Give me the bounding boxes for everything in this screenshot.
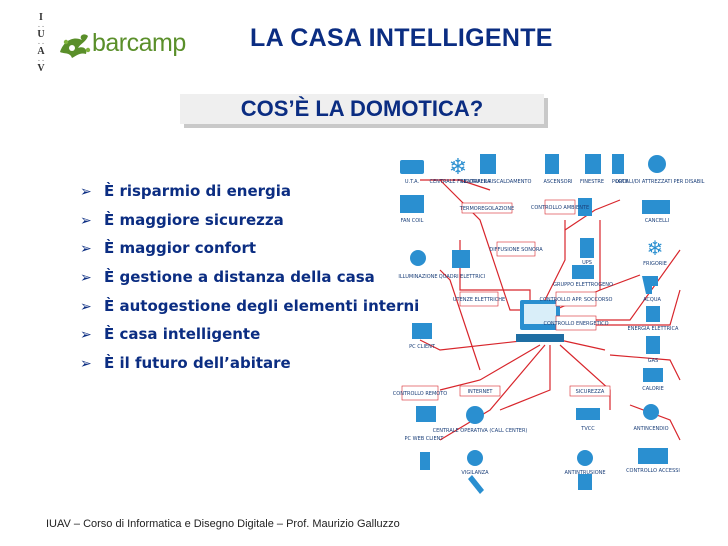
label-finestre: FINESTRE — [580, 179, 604, 185]
arrow-bullet-icon: ➢ — [80, 327, 92, 344]
label-utenze-elettriche: UTENZE ELETTRICHE — [453, 297, 505, 303]
label-ascensori: ASCENSORI — [543, 179, 572, 185]
operator-icon — [466, 406, 484, 424]
label-antincendio: ANTINCENDIO — [633, 426, 668, 432]
camera-icon — [576, 408, 600, 420]
label-centrale-operativa: CENTRALE OPERATIVA (CALL CENTER) — [433, 428, 528, 434]
label-controllo-ambiente: CONTROLLO AMBIENTE — [531, 205, 589, 211]
label-tvcc: TVCC — [580, 426, 595, 432]
label-controllo-app: CONTROLLO APP. SOCCORSO — [539, 297, 612, 303]
elevator-icon — [545, 154, 559, 174]
disability-icon — [648, 155, 666, 173]
arrow-bullet-icon: ➢ — [80, 212, 92, 229]
footer-text: IUAV – Corso di Informatica e Disegno Di… — [46, 518, 400, 530]
label-gruppo-elettrogeno: GRUPPO ELETTROGENO — [553, 282, 613, 288]
arrow-bullet-icon: ➢ — [80, 241, 92, 258]
water-tap-icon — [642, 276, 658, 294]
list-item: ➢È casa intelligente — [80, 320, 419, 349]
label-ups: UPS — [582, 260, 592, 266]
label-fan-coil: FAN COIL — [401, 218, 424, 224]
door-icon — [612, 154, 624, 174]
server-computer-icon — [516, 300, 564, 342]
label-illuminazione: ILLUMINAZIONE — [398, 274, 437, 280]
label-vigilanza: VIGILANZA — [461, 470, 489, 476]
label-controllo-remoto: CONTROLLO REMOTO — [393, 391, 447, 397]
label-controllo-accessi: CONTROLLO ACCESSI — [626, 468, 680, 474]
remote-pc-icon — [416, 406, 436, 422]
label-centrale-risc: CENTRALE RISCALDAMENTO — [461, 179, 532, 185]
label-internet: INTERNET — [468, 389, 494, 395]
generator-icon — [572, 265, 594, 279]
label-locali: LOCALI/DI ATTREZZATI PER DISABIL — [616, 179, 705, 185]
list-item: ➢È gestione a distanza della casa — [80, 263, 419, 292]
arrow-bullet-icon: ➢ — [80, 356, 92, 373]
domotics-diagram: ❄ ❄ — [393, 154, 705, 494]
wrench-icon — [468, 475, 484, 494]
fire-icon — [643, 404, 659, 420]
label-gas: GAS — [648, 358, 658, 364]
label-quadri-elettrici: QUADRI ELETTRICI — [439, 274, 485, 280]
window-icon — [585, 154, 601, 174]
lightbulb-icon — [410, 250, 426, 266]
gate-icon — [642, 200, 670, 214]
label-diffusione-sonora: DIFFUSIONE SONORA — [489, 247, 543, 253]
alarm-icon — [577, 450, 593, 466]
subtitle: COS’È LA DOMOTICA? — [240, 96, 484, 121]
ups-icon — [580, 238, 594, 258]
label-acqua: ACQUA — [643, 297, 661, 303]
boiler-icon — [480, 154, 496, 174]
snowflake-icon: ❄ — [449, 154, 467, 179]
list-item: ➢È autogestione degli elementi interni — [80, 292, 419, 321]
label-termoregolazione: TERMOREGOLAZIONE — [459, 206, 514, 212]
label-antintrusione: ANTINTRUSIONE — [564, 470, 605, 476]
arrow-bullet-icon: ➢ — [80, 184, 92, 200]
label-energia-elettrica: ENERGIA ELETTRICA — [628, 326, 679, 332]
page-title: LA CASA INTELLIGENTE — [250, 24, 553, 52]
uta-icon — [400, 160, 424, 174]
calorie-icon — [643, 368, 663, 382]
electric-panel-icon — [452, 250, 470, 268]
arrow-bullet-icon: ➢ — [80, 298, 92, 315]
tool-icon — [578, 474, 592, 490]
label-frigorie: FRIGORIE — [643, 261, 667, 267]
phone-icon — [420, 452, 430, 470]
list-item: ➢È maggiore sicurezza — [80, 206, 419, 235]
label-controllo-energetico: CONTROLLO ENERGETICO — [543, 321, 608, 327]
gas-icon — [646, 336, 660, 354]
guard-icon — [467, 450, 483, 466]
fan-coil-icon — [400, 195, 424, 213]
list-item: ➢È risparmio di energia — [80, 177, 419, 206]
energy-icon — [646, 306, 660, 322]
pc-client-icon — [412, 323, 432, 339]
label-pc-client: PC CLIENT — [409, 344, 436, 350]
label-porte: PORTE — [612, 179, 628, 185]
list-item: ➢È il futuro dell’abitare — [80, 349, 419, 378]
subtitle-box: COS’È LA DOMOTICA? — [180, 94, 548, 128]
label-sicurezza: SICUREZZA — [576, 389, 605, 395]
label-centrale-frigo: CENTRALE FRIGORIFERA — [430, 179, 492, 185]
label-pc-web-client: PC WEB CLIENT — [405, 436, 445, 442]
speaker-icon — [578, 198, 592, 216]
frigorie-snowflake-icon: ❄ — [647, 238, 664, 260]
list-item: ➢È maggior confort — [80, 234, 419, 263]
brand-name: barcamp — [92, 29, 186, 57]
iuav-logo: I - - U - - A - - V — [37, 12, 45, 74]
label-uta: U.T.A. — [405, 179, 420, 185]
arrow-bullet-icon: ➢ — [80, 270, 92, 287]
label-cancelli: CANCELLI — [645, 218, 669, 224]
bullet-list: ➢È risparmio di energia ➢È maggiore sicu… — [80, 177, 419, 378]
access-control-icon — [638, 448, 668, 464]
barcamp-logo-icon — [60, 34, 91, 58]
label-calorie: CALORIE — [642, 386, 664, 392]
